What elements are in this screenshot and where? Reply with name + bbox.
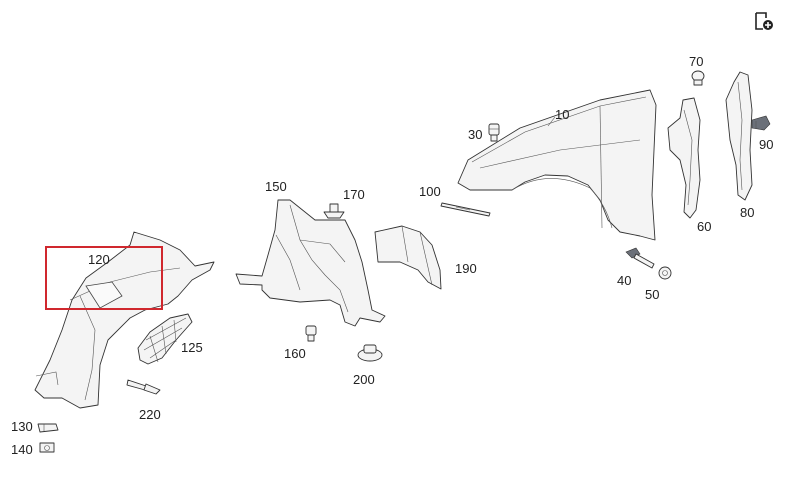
part-30-clip[interactable] — [488, 123, 500, 142]
add-to-list-button[interactable] — [753, 10, 775, 32]
callout-200: 200 — [353, 372, 375, 387]
part-100-strip[interactable] — [440, 202, 491, 217]
part-220-pin[interactable] — [126, 379, 161, 395]
callout-10: 10 — [555, 107, 569, 122]
part-170-clip[interactable] — [323, 203, 345, 219]
part-10-fender[interactable] — [457, 89, 657, 241]
callout-120: 120 — [88, 252, 110, 267]
callout-170: 170 — [343, 187, 365, 202]
part-120-liner[interactable] — [34, 231, 215, 409]
callout-190: 190 — [455, 261, 477, 276]
part-40-bolt[interactable] — [625, 247, 655, 269]
callout-30: 30 — [468, 127, 482, 142]
callout-130: 130 — [11, 419, 33, 434]
part-190-liner[interactable] — [374, 225, 442, 290]
callout-160: 160 — [284, 346, 306, 361]
callout-90: 90 — [759, 137, 773, 152]
part-80-trim[interactable] — [725, 71, 753, 201]
callout-140: 140 — [11, 442, 33, 457]
part-125-grille[interactable] — [137, 313, 193, 365]
callout-40: 40 — [617, 273, 631, 288]
part-200-cap[interactable] — [357, 344, 383, 362]
callout-100: 100 — [419, 184, 441, 199]
callout-70: 70 — [689, 54, 703, 69]
callout-220: 220 — [139, 407, 161, 422]
callout-50: 50 — [645, 287, 659, 302]
highlight-box — [45, 246, 163, 310]
callout-125: 125 — [181, 340, 203, 355]
part-60-bracket[interactable] — [667, 97, 701, 219]
part-130-clip[interactable] — [37, 423, 59, 433]
callout-60: 60 — [697, 219, 711, 234]
part-90-screw[interactable] — [751, 115, 771, 131]
callout-80: 80 — [740, 205, 754, 220]
part-70-plug[interactable] — [691, 70, 705, 86]
add-to-list-icon — [755, 12, 773, 30]
part-50-nut[interactable] — [658, 266, 672, 280]
part-140-clip[interactable] — [39, 442, 55, 453]
part-150-liner[interactable] — [235, 199, 386, 327]
part-160-fastener[interactable] — [305, 325, 317, 342]
callout-150: 150 — [265, 179, 287, 194]
